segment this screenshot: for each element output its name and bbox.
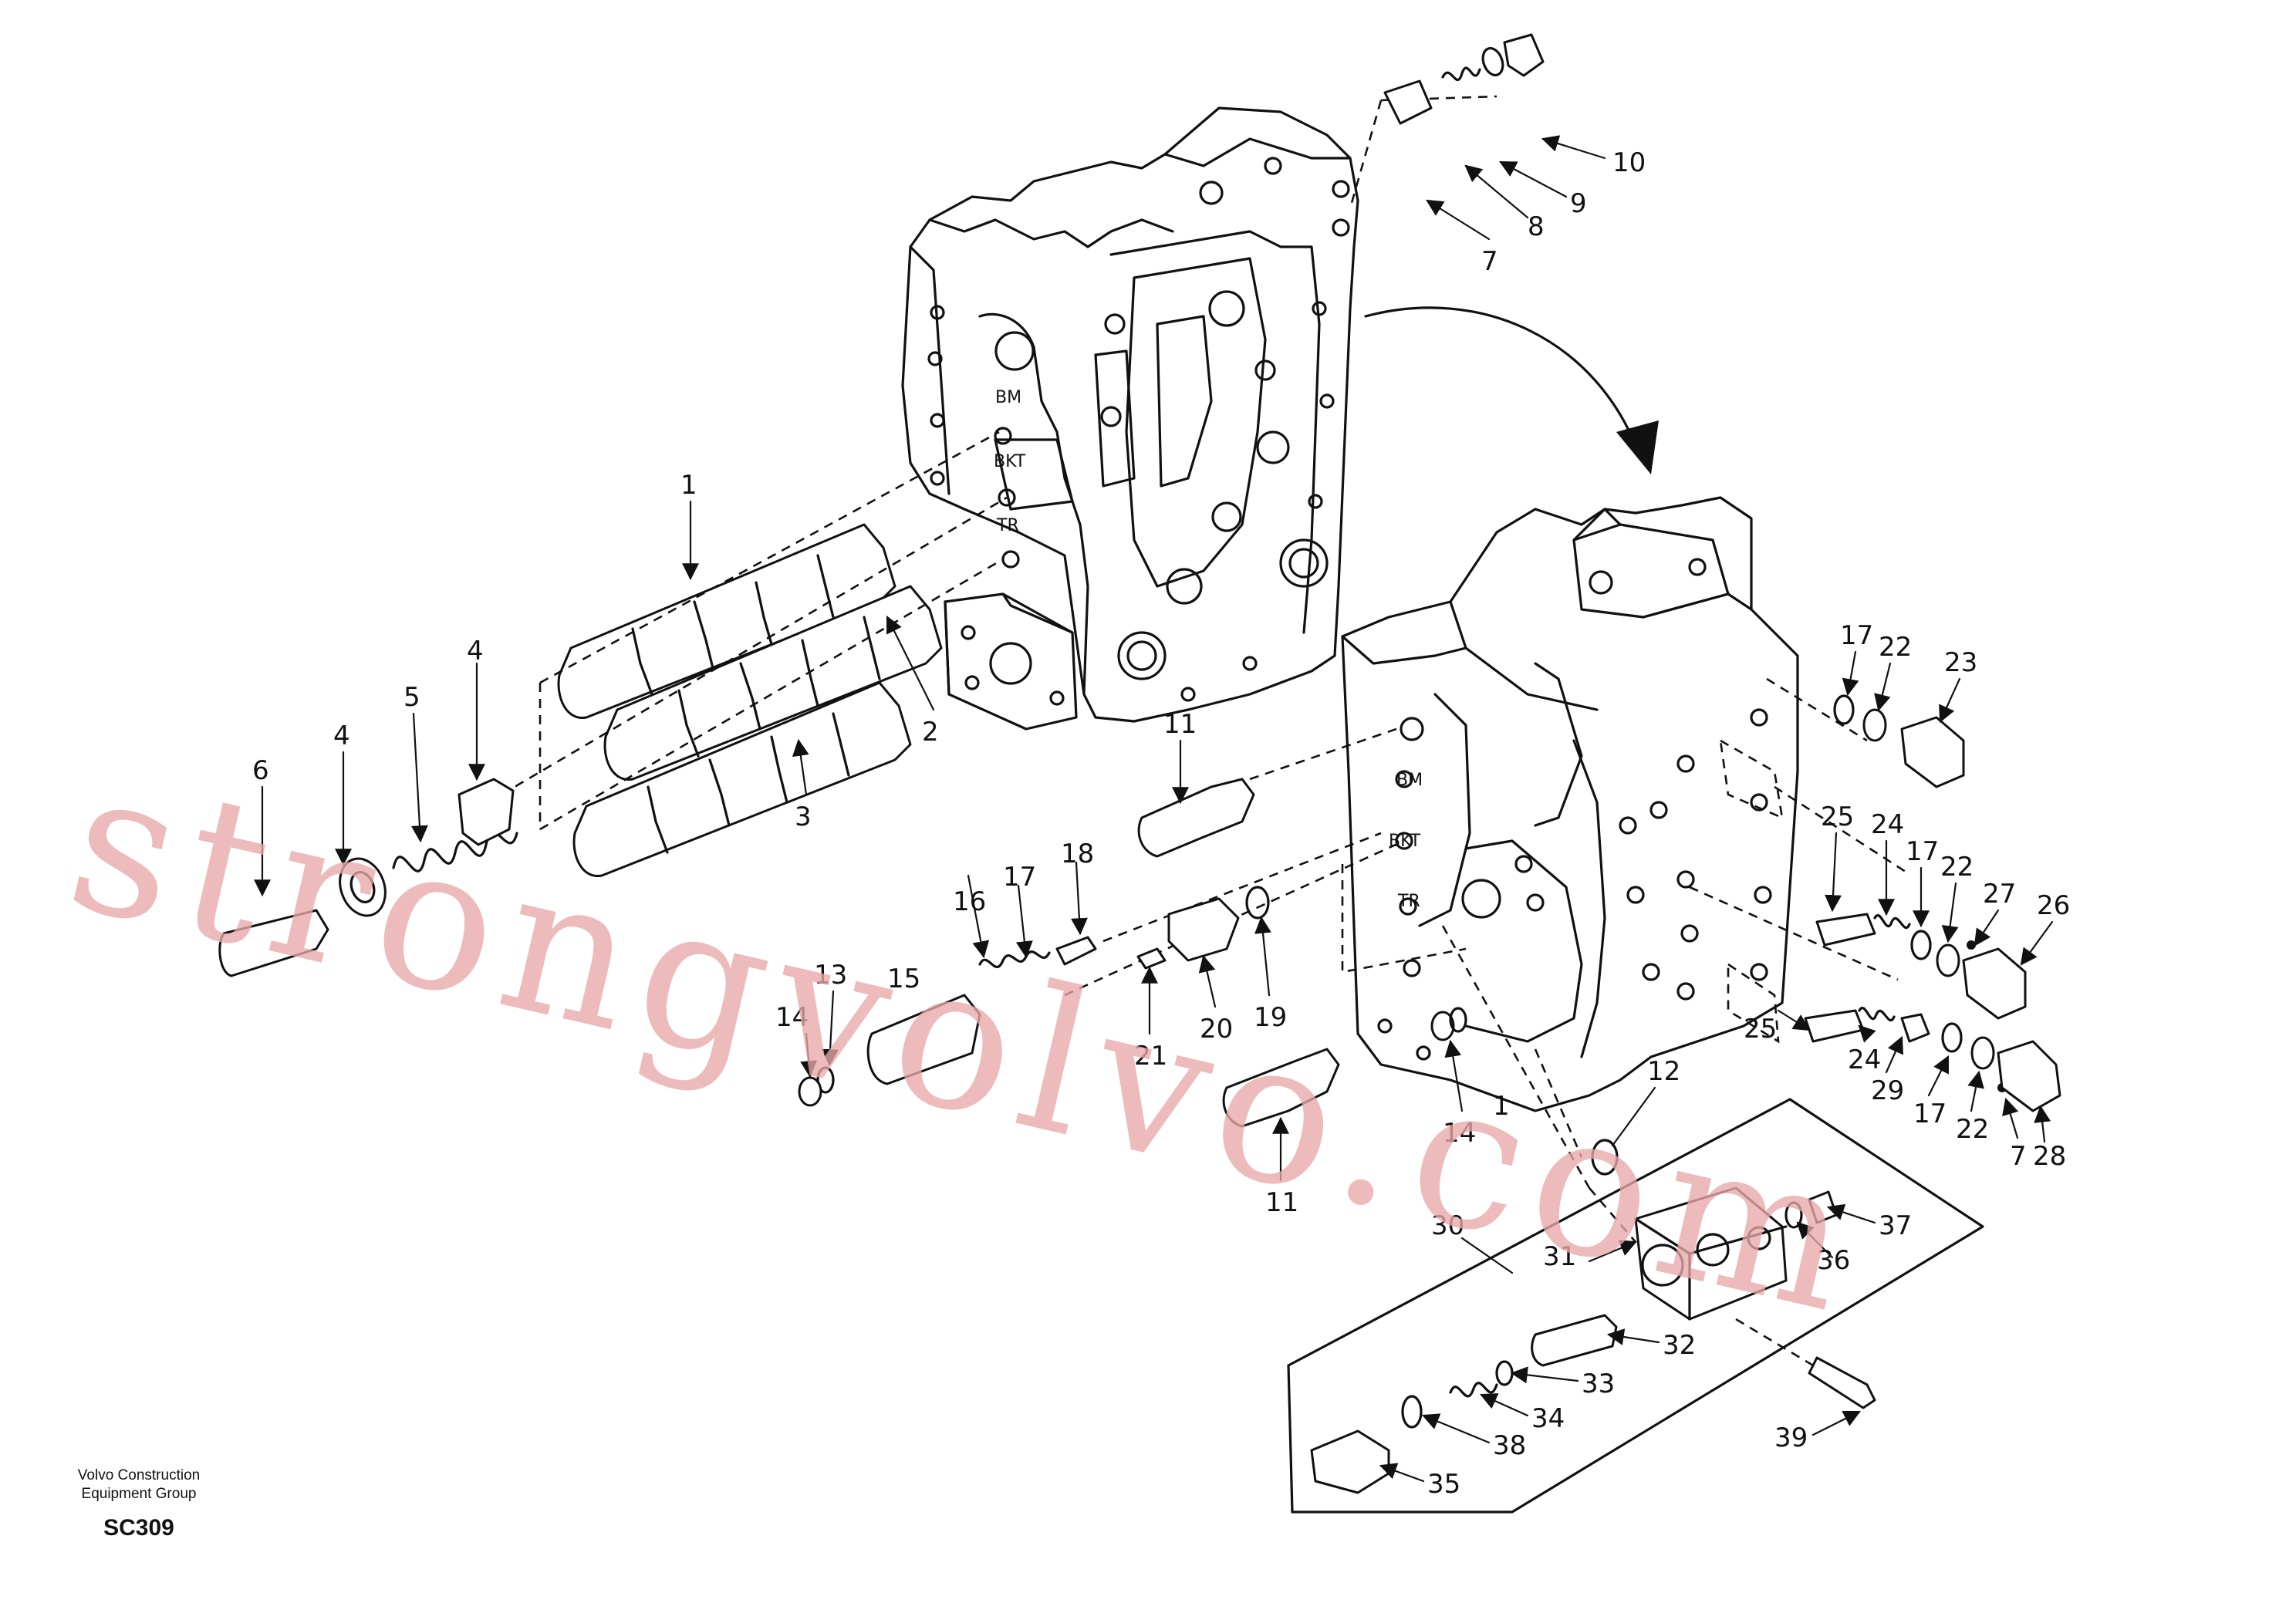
callout-23: 23	[1944, 647, 1977, 678]
callout-13: 13	[814, 960, 847, 991]
guide-line-17	[1727, 962, 1780, 1044]
guide-line-7	[1102, 832, 1382, 943]
callout-39: 39	[1774, 1423, 1808, 1453]
drawing-code: SC309	[103, 1515, 174, 1541]
callout-18: 18	[1061, 839, 1094, 869]
callout-5: 5	[403, 682, 420, 713]
callout-4b: 4	[333, 721, 350, 751]
callout-4a: 4	[467, 636, 484, 667]
callout-21: 21	[1134, 1041, 1167, 1072]
callout-20: 20	[1200, 1014, 1233, 1045]
callout-17d: 17	[1913, 1099, 1947, 1129]
assembly-flow-arrowhead	[1616, 420, 1659, 474]
callout-19: 19	[1254, 1002, 1287, 1033]
upper-valve-block	[901, 106, 1359, 731]
callout-24a: 24	[1871, 809, 1904, 840]
guide-line-18	[1719, 738, 1784, 820]
callout-numbers: 1 2 3 4 4 5 6 7 8 9 10 11 11 12 13 14 14…	[252, 147, 2070, 1500]
guide-line-5	[1249, 727, 1397, 781]
callout-6: 6	[252, 755, 269, 786]
port-label-bm-lower: BM	[1396, 771, 1423, 790]
guide-line-1	[539, 430, 1000, 684]
callout-11a: 11	[1163, 709, 1197, 740]
callout-30: 30	[1431, 1210, 1464, 1241]
callout-14a: 14	[775, 1002, 809, 1033]
port-label-bkt-lower: BKT	[1389, 832, 1421, 851]
callout-27: 27	[1983, 879, 2016, 910]
callout-14b: 14	[1443, 1118, 1476, 1149]
callout-28: 28	[2033, 1141, 2066, 1172]
guide-line-3	[539, 558, 1004, 831]
callout-7-top: 7	[1481, 246, 1498, 277]
guide-line-15	[1589, 1187, 1636, 1243]
callout-10: 10	[1612, 147, 1646, 178]
callout-15: 15	[887, 964, 920, 994]
guide-line-4	[501, 496, 1008, 796]
callout-3: 3	[795, 802, 812, 832]
callout-9: 9	[1570, 188, 1587, 219]
watermark-text: strongvolvo.com	[51, 725, 1882, 1359]
guide-line-11	[1774, 785, 1906, 873]
callout-leaders	[254, 135, 2054, 1483]
callout-2: 2	[922, 717, 939, 748]
guide-line-13	[1441, 925, 1591, 1189]
callout-17b: 17	[1840, 620, 1873, 651]
callout-35: 35	[1427, 1469, 1460, 1500]
callout-7-lower: 7	[2010, 1141, 2027, 1172]
main-spools	[557, 523, 943, 877]
callout-29: 29	[1871, 1075, 1904, 1106]
assembly-flow-arrow	[1364, 306, 1641, 457]
callout-26: 26	[2037, 890, 2070, 921]
callout-22c: 22	[1956, 1114, 1989, 1145]
callout-34: 34	[1531, 1403, 1565, 1434]
callout-22b: 22	[1940, 852, 1974, 883]
callout-12: 12	[1647, 1056, 1680, 1087]
callout-17a: 17	[1003, 862, 1036, 893]
callout-37: 37	[1879, 1210, 1912, 1241]
callout-22a: 22	[1879, 632, 1912, 663]
footer-company-line1: Volvo Construction	[78, 1467, 200, 1483]
callout-25b: 25	[1744, 1014, 1777, 1045]
port-label-bm-upper: BM	[995, 388, 1021, 407]
callout-38: 38	[1493, 1430, 1526, 1461]
callout-24b: 24	[1848, 1045, 1881, 1075]
callout-8: 8	[1528, 211, 1545, 242]
callout-16: 16	[953, 886, 986, 917]
callout-36: 36	[1817, 1245, 1850, 1276]
callout-11b: 11	[1265, 1187, 1298, 1218]
footer-company-line2: Equipment Group	[82, 1486, 197, 1502]
sub-assembly-30	[1287, 1098, 1984, 1514]
port-label-tr-upper: TR	[996, 516, 1019, 535]
callout-1: 1	[680, 470, 697, 501]
small-parts	[218, 33, 2061, 1176]
guide-line-19	[1341, 864, 1467, 974]
callout-25a: 25	[1821, 802, 1854, 832]
port-label-tr-lower: TR	[1397, 892, 1420, 911]
callout-32: 32	[1663, 1330, 1696, 1361]
guide-line-14	[1534, 1048, 1583, 1158]
guide-line-12	[1689, 886, 1899, 981]
guide-line-9	[1349, 100, 1383, 209]
callout-1-lower: 1	[1493, 1091, 1510, 1122]
callout-31: 31	[1543, 1241, 1576, 1272]
callout-17c: 17	[1906, 836, 1939, 867]
guide-line-10	[1766, 677, 1868, 742]
lower-valve-block	[1341, 496, 1799, 1112]
callout-33: 33	[1582, 1369, 1615, 1399]
port-label-bkt-upper: BKT	[994, 452, 1026, 471]
guide-line-16	[1735, 1318, 1852, 1390]
